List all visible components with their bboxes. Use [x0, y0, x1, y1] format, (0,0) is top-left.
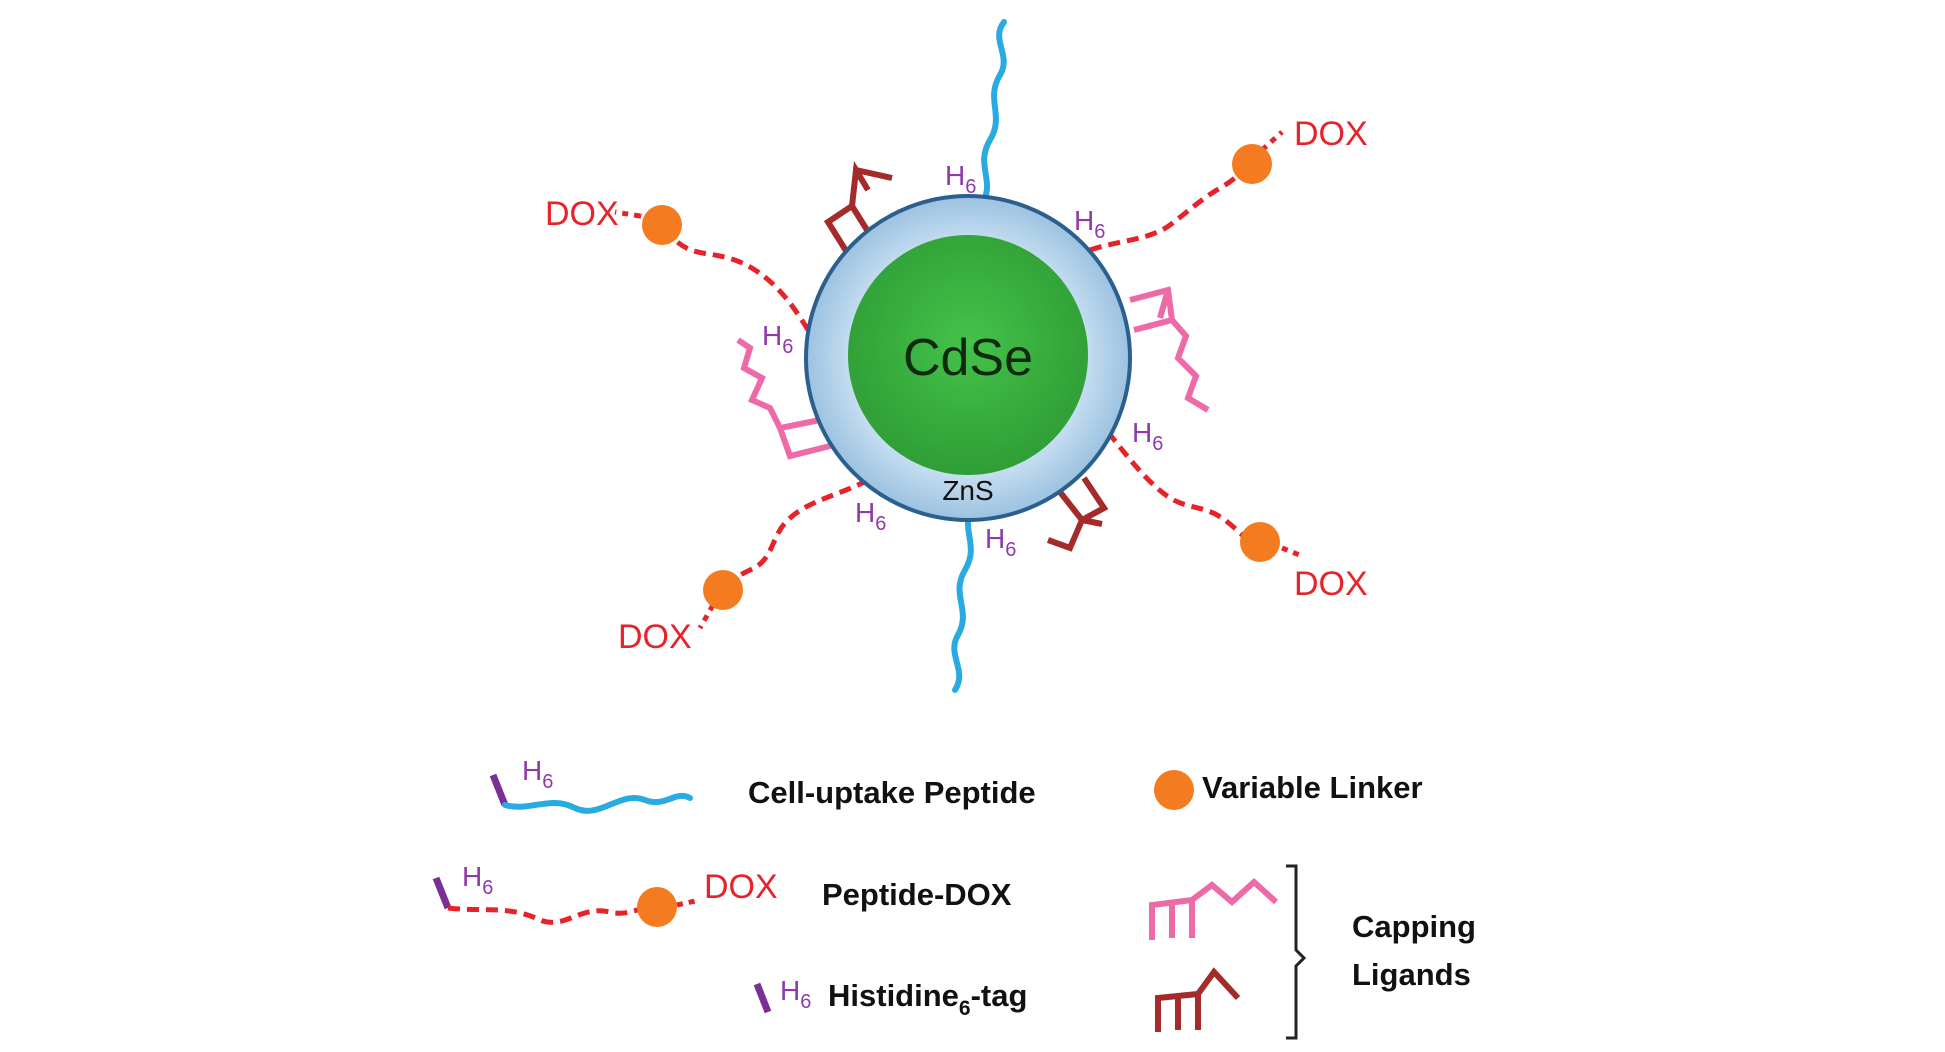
- legend-capping-label-line2: Ligands: [1352, 957, 1471, 992]
- h6-main: H: [945, 160, 965, 191]
- dox-label-lower-left: DOX: [618, 618, 692, 656]
- legend-tag-mark-dox: [432, 876, 452, 910]
- h6-tag-lower-left: H6: [855, 497, 886, 535]
- variable-linker-lower-left: [703, 570, 743, 610]
- capping-ligand-dark-bottom: [1046, 476, 1109, 552]
- h6-tag-bottom: H6: [985, 523, 1016, 561]
- dox-label-lower-right: DOX: [1294, 565, 1368, 603]
- legend-cell-uptake-peptide-icon: [502, 793, 693, 814]
- legend-tag-mark-peptide: [489, 773, 509, 807]
- legend-peptide-dox-linker: [637, 887, 677, 927]
- h6-main: H: [1074, 205, 1094, 236]
- peptide-dox-chain-lower-right: [1106, 430, 1254, 545]
- legend-dox-link: [676, 897, 701, 908]
- histidine-main: Histidine: [828, 978, 959, 1013]
- h6-main: H: [780, 975, 800, 1006]
- h6-main: H: [522, 755, 542, 786]
- legend-capping-bracket: [1286, 864, 1307, 1040]
- dox-link-lower-left: [697, 603, 716, 630]
- peptide-dox-chain-upper-right: [1089, 163, 1254, 253]
- h6-main: H: [1132, 417, 1152, 448]
- variable-linker-upper-right: [1232, 144, 1272, 184]
- h6-sub: 6: [1094, 221, 1105, 243]
- cell-uptake-peptide-bottom: [951, 505, 975, 693]
- h6-main: H: [985, 523, 1005, 554]
- peptide-dox-chain-upper-left: [639, 213, 811, 332]
- legend-peptide-dox-icon: [447, 905, 659, 925]
- core-label: CdSe: [903, 329, 1033, 387]
- h6-tag-right: H6: [1132, 417, 1163, 455]
- h6-tag-left: H6: [762, 320, 793, 358]
- dox-label-upper-right: DOX: [1294, 115, 1368, 153]
- h6-tag-upper-right: H6: [1074, 205, 1105, 243]
- h6-sub: 6: [800, 991, 811, 1013]
- dox-link-lower-right: [1281, 545, 1303, 559]
- h6-sub: 6: [782, 336, 793, 358]
- h6-main: H: [462, 861, 482, 892]
- peptide-dox-chain-lower-left: [720, 477, 870, 590]
- legend-variable-linker-label: Variable Linker: [1202, 770, 1423, 805]
- legend-capping-label-line1: Capping: [1352, 909, 1476, 944]
- h6-main: H: [855, 497, 875, 528]
- variable-linker-lower-right: [1240, 522, 1280, 562]
- histidine-sub: 6: [959, 997, 971, 1020]
- variable-linker-upper-left: [642, 205, 682, 245]
- legend-variable-linker-icon: [1154, 770, 1194, 810]
- legend-cell-uptake-label: Cell-uptake Peptide: [748, 775, 1036, 810]
- legend-h6-histidine: H6: [780, 975, 811, 1013]
- capping-ligand-pink-right: [1129, 286, 1210, 413]
- legend-histidine-tag-mark: [753, 982, 772, 1014]
- legend-capping-ligand-dark-icon: [1155, 967, 1241, 1032]
- capping-ligand-pink-left: [736, 337, 831, 460]
- h6-sub: 6: [1152, 433, 1163, 455]
- h6-sub: 6: [1005, 539, 1016, 561]
- h6-sub: 6: [542, 771, 553, 793]
- dox-link-upper-left: [614, 209, 641, 219]
- histidine-suffix: -tag: [971, 978, 1028, 1013]
- legend-h6-dox: H6: [462, 861, 493, 899]
- h6-main: H: [762, 320, 782, 351]
- h6-tag-top: H6: [945, 160, 976, 198]
- cdse-core: [848, 235, 1088, 475]
- legend-peptide-dox-label: Peptide-DOX: [822, 877, 1012, 912]
- shell-label: ZnS: [942, 475, 993, 506]
- legend-dox-text: DOX: [704, 868, 778, 906]
- dox-link-upper-right: [1260, 130, 1284, 152]
- legend-capping-ligand-pink-icon: [1149, 877, 1279, 940]
- h6-sub: 6: [482, 877, 493, 899]
- h6-sub: 6: [875, 513, 886, 535]
- capping-ligand-dark-top: [823, 160, 893, 256]
- legend-h6-peptide: H6: [522, 755, 553, 793]
- dox-label-upper-left: DOX: [545, 195, 619, 233]
- legend-histidine-label: Histidine6-tag: [828, 978, 1027, 1020]
- h6-sub: 6: [965, 176, 976, 198]
- cell-uptake-peptide-top: [980, 19, 1007, 205]
